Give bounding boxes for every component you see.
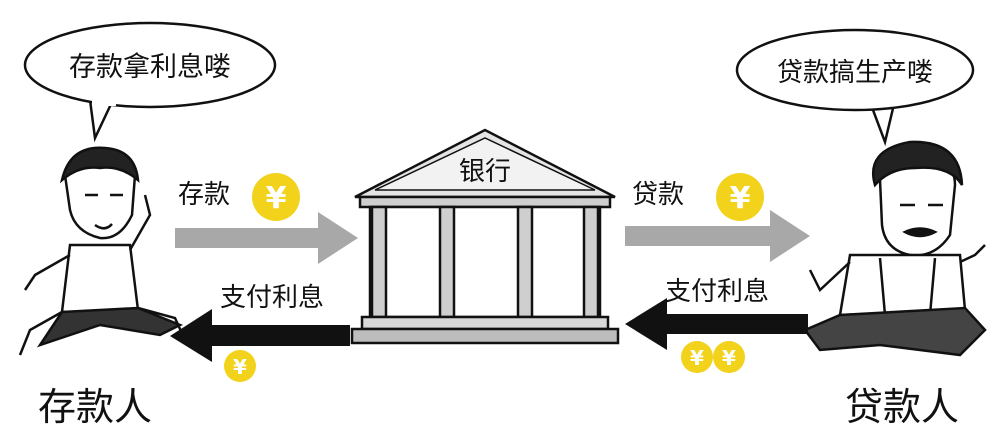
svg-text:¥: ¥ (690, 346, 704, 370)
depositor-speech-text: 存款拿利息喽 (69, 52, 231, 83)
depositor-figure (18, 146, 187, 356)
svg-text:¥: ¥ (730, 181, 751, 216)
svg-text:¥: ¥ (233, 355, 247, 379)
bank-building (350, 128, 620, 345)
borrower-label: 贷款人 (845, 385, 959, 429)
yuan-coin-icon: ¥ (713, 341, 745, 373)
borrower-speech-text: 贷款搞生产喽 (777, 58, 933, 88)
loan-flow-label: 贷款 (632, 180, 684, 210)
pay-interest-left-label: 支付利息 (220, 283, 324, 313)
deposit-arrow (175, 212, 358, 264)
pay-interest-left-arrow (170, 309, 350, 362)
deposit-flow-label: 存款 (178, 180, 230, 210)
yuan-coin-icon: ¥ (224, 350, 256, 382)
yuan-coin-icon: ¥ (252, 173, 300, 221)
bank-label: 银行 (459, 157, 511, 187)
yuan-coin-icon: ¥ (681, 341, 713, 373)
pay-interest-right-label: 支付利息 (665, 277, 769, 307)
svg-text:¥: ¥ (722, 346, 736, 370)
depositor-speech-bubble: 存款拿利息喽 (23, 21, 277, 143)
pay-interest-right-arrow (625, 298, 808, 350)
svg-text:¥: ¥ (266, 181, 287, 216)
borrower-speech-bubble: 贷款搞生产喽 (735, 28, 975, 147)
yuan-coin-icon: ¥ (716, 173, 764, 221)
borrower-figure (803, 140, 987, 357)
loan-arrow (625, 210, 810, 262)
depositor-label: 存款人 (38, 385, 152, 429)
